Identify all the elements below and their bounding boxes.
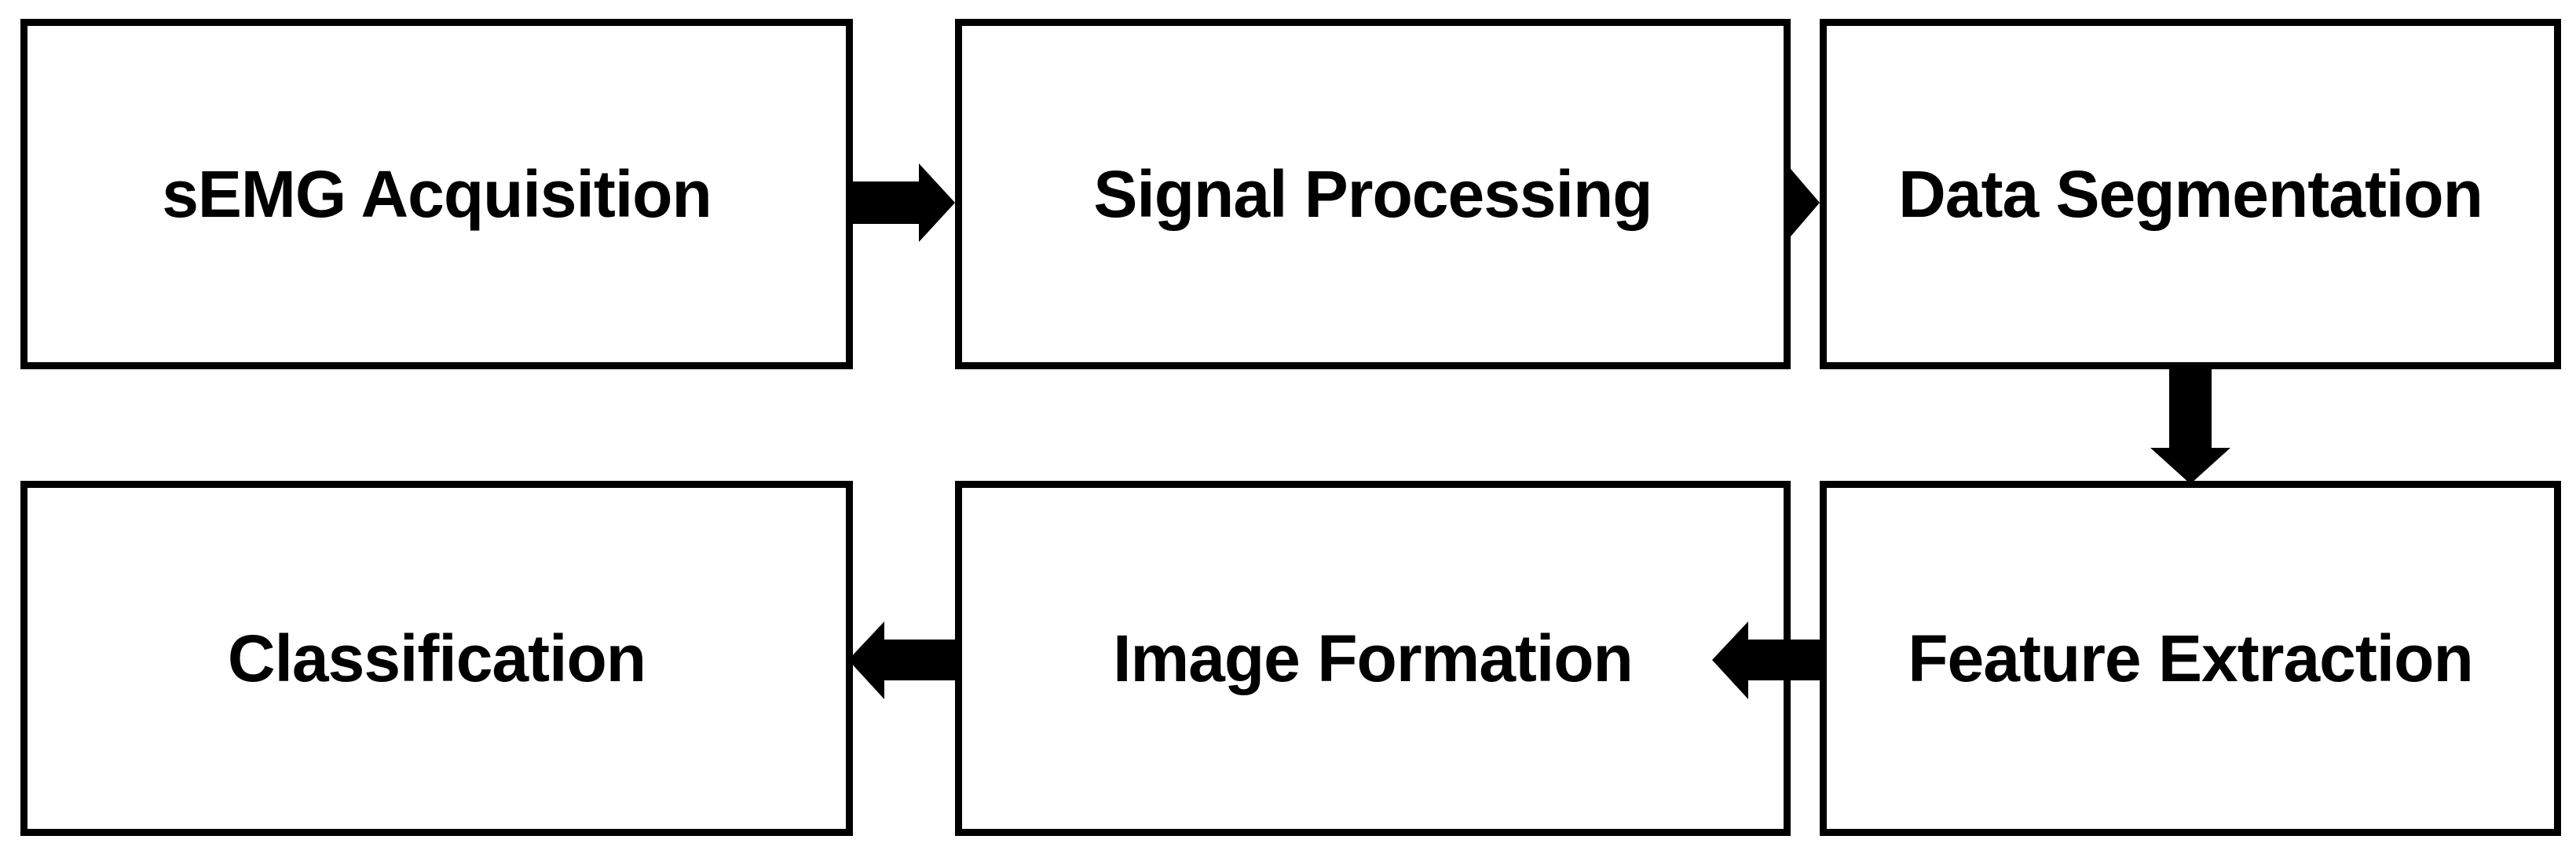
arrow-down-icon (2150, 369, 2230, 484)
step-box-semg-acquisition: sEMG Acquisition (20, 19, 853, 369)
step-label-image-formation: Image Formation (1113, 621, 1634, 695)
step-box-signal-processing: Signal Processing (955, 19, 1791, 369)
step-label-feature-extraction: Feature Extraction (1908, 621, 2474, 695)
arrow-left-icon (848, 621, 955, 699)
step-label-signal-processing: Signal Processing (1093, 156, 1652, 231)
arrow-right-icon (847, 163, 955, 242)
step-label-classification: Classification (227, 621, 646, 695)
step-label-data-segmentation: Data Segmentation (1898, 156, 2483, 231)
step-box-classification: Classification (20, 481, 853, 836)
step-box-feature-extraction: Feature Extraction (1820, 481, 2561, 836)
step-box-data-segmentation: Data Segmentation (1820, 19, 2561, 369)
step-label-semg-acquisition: sEMG Acquisition (162, 156, 712, 231)
step-box-image-formation: Image Formation (955, 481, 1791, 836)
